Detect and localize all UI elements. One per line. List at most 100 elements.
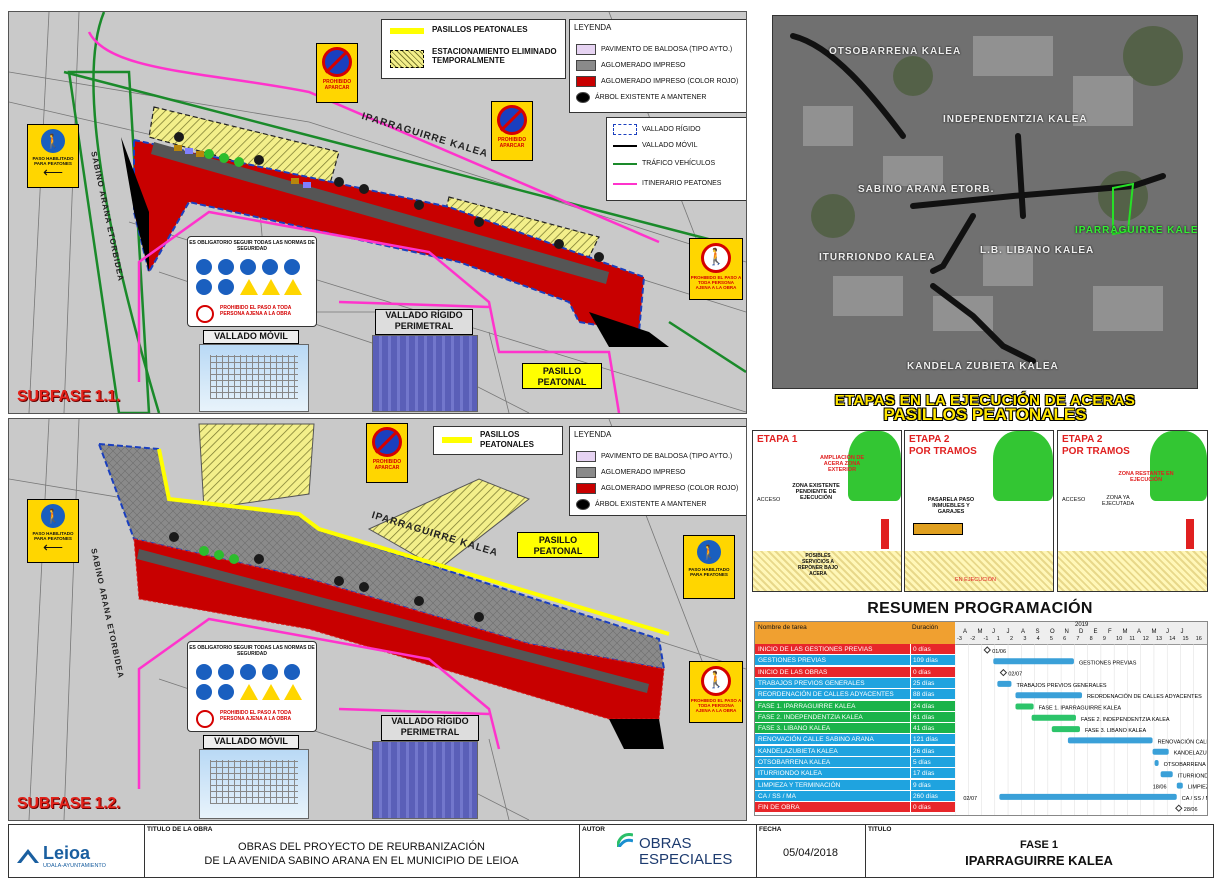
gantt-task-duration: 5 días	[910, 757, 955, 768]
gantt-week: 8	[1089, 636, 1093, 642]
mobile-fence-photo	[199, 749, 309, 819]
warning-icon	[284, 279, 302, 295]
pedestrian-pass-label: PASO HABILITADO PARA PEATONES	[688, 567, 730, 577]
gantt-task-duration: 260 días	[910, 790, 955, 802]
etapa-note: AMPLIACIÓN DE ACERA ZONA EXTERIOR	[820, 455, 864, 473]
gantt-task-duration: 0 días	[910, 666, 955, 678]
arrow-left-icon: ⟵	[42, 539, 64, 555]
legend-item: ÁRBOL EXISTENTE A MANTENER	[595, 501, 707, 508]
gantt-bar-label: CA / SS / MA	[1182, 796, 1207, 802]
obras-especiales-logo-icon	[615, 833, 634, 848]
caption: TITULO DE LA OBRA	[147, 826, 213, 833]
titulo-cell: TITULO FASE 1 IPARRAGUIRRE KALEA	[865, 825, 1213, 877]
gantt-task-duration: 88 días	[910, 689, 955, 701]
warning-icon	[240, 279, 258, 295]
gantt-task-name: KANDELAZUBIETA KALEA	[755, 745, 910, 757]
gantt-bar-label: GESTIONES PREVIAS	[1079, 660, 1137, 666]
vallado-movil-label: VALLADO MÓVIL	[203, 735, 299, 749]
gantt-month: F	[1108, 629, 1112, 635]
goggles-icon	[196, 279, 212, 295]
calle-value: IPARRAGUIRRE KALEA	[965, 853, 1113, 868]
gantt-bar-label: LIMPIEZA Y TERM	[1188, 785, 1207, 791]
etapas-subtitle: PASILLOS PEATONALES	[883, 405, 1087, 424]
subfase-1-2-plan: SUBFASE 1.2. PASILLOS PEATONALES LEYENDA…	[8, 418, 747, 821]
ground	[1058, 551, 1207, 591]
safety-rules-sign: ES OBLIGATORIO SEGUIR TODAS LAS NORMAS D…	[187, 236, 317, 327]
gantt-month: A	[1021, 629, 1026, 635]
legend-top-2: PASILLOS PEATONALES	[433, 426, 563, 455]
no-parking-sign: PROHIBIDO APARCAR	[366, 423, 408, 483]
gantt-week: 5	[1049, 636, 1053, 642]
titulo-obra-cell: TITULO DE LA OBRA OBRAS DEL PROYECTO DE …	[144, 825, 580, 877]
etapa-note: ZONA EXISTENTE PENDIENTE DE EJECUCIÓN	[792, 483, 840, 501]
gloves-icon	[262, 664, 278, 680]
safety-icons	[196, 259, 302, 295]
no-parking-icon	[497, 105, 527, 135]
tree-icon	[993, 431, 1053, 501]
logo-sub: UDALA-AYUNTAMIENTO	[43, 863, 106, 869]
gantt-month: M	[977, 629, 983, 635]
etapa-head2: POR TRAMOS	[1062, 446, 1130, 457]
etapa-note: ZONA YA EJECUTADA	[1101, 495, 1135, 507]
autor-line-1: OBRAS	[639, 835, 692, 852]
gantt-bar	[1067, 737, 1153, 744]
legend-1: LEYENDA PAVIMENTO DE BALDOSA (TIPO AYTO.…	[569, 19, 746, 113]
boots-icon	[218, 664, 234, 680]
legend-2: LEYENDA PAVIMENTO DE BALDOSA (TIPO AYTO.…	[569, 426, 746, 516]
pedestrian-pass-label: PASO HABILITADO PARA PEATONES	[32, 156, 74, 166]
gantt-milestone	[999, 668, 1008, 677]
gantt-task-duration: 0 días	[910, 644, 955, 655]
ground	[753, 551, 901, 591]
gantt-task-duration: 61 días	[910, 711, 955, 723]
etapa-note: ZONA RESTANTE EN EJECUCIÓN	[1118, 471, 1174, 483]
obra-line-1: OBRAS DEL PROYECTO DE REURBANIZACIÓN	[238, 841, 485, 853]
gantt-bar	[1160, 771, 1173, 778]
etapa-note: POSIBLES SERVICIOS A REPONER BAJO ACERA	[797, 553, 838, 577]
gantt-month: D	[1079, 629, 1084, 635]
safety-rules-sign: ES OBLIGATORIO SEGUIR TODAS LAS NORMAS D…	[187, 641, 317, 732]
legend-fences: VALLADO RÍGIDO VALLADO MÓVIL TRÁFICO VEH…	[606, 117, 746, 201]
gantt-bar-label: TRABAJOS PREVIOS GENERALES	[1016, 683, 1106, 689]
gantt-milestone	[1175, 804, 1183, 812]
legend-pasillos-label: PASILLOS PEATONALES	[480, 430, 534, 449]
gantt-bar	[1051, 726, 1080, 733]
gantt-week: 12	[1142, 636, 1149, 642]
goggles-icon	[196, 684, 212, 700]
gantt-week: -3	[957, 636, 962, 642]
safety-icons	[196, 664, 302, 700]
no-parking-icon	[372, 427, 402, 457]
gantt-week: 2	[1010, 636, 1014, 642]
pedestrian-pass-sign: 🚶 PASO HABILITADO PARA PEATONES	[683, 535, 735, 599]
no-entry-sign: 🚶 PROHIBIDO EL PASO A TODA PERSONA AJENA…	[689, 661, 743, 723]
legend-item: AGLOMERADO IMPRESO	[601, 469, 686, 476]
no-parking-icon	[322, 47, 352, 77]
no-entry-label: PROHIBIDO EL PASO A TODA PERSONA AJENA A…	[690, 275, 742, 290]
gantt-month: M	[1151, 629, 1157, 635]
no-parking-sign: PROHIBIDO APARCAR	[316, 43, 358, 103]
gantt-month: J	[1180, 629, 1184, 635]
mask-icon	[218, 279, 234, 295]
gantt-bar	[997, 680, 1012, 687]
gantt-month: E	[1093, 629, 1098, 635]
gantt-task-duration: 109 días	[910, 655, 955, 667]
gantt-bar	[1031, 714, 1076, 721]
subfase-1-2-drawing	[9, 419, 746, 820]
gantt-week: -2	[970, 636, 976, 642]
pedestrian-icon: 🚶	[41, 504, 65, 528]
gantt-col-task: Nombre de tarea	[758, 624, 807, 631]
gantt-task-duration: 17 días	[910, 768, 955, 780]
legend-item: PAVIMENTO DE BALDOSA (TIPO AYTO.)	[601, 46, 733, 53]
map-street-otsobarrena: OTSOBARRENA KALEA	[829, 46, 962, 57]
rigid-fence-photo	[372, 335, 478, 412]
gantt-task-name: INICIO DE LAS GESTIONES PREVIAS	[755, 644, 910, 655]
gantt-bar-label: 01/06	[992, 649, 1006, 655]
no-pedestrian-icon: 🚶	[701, 666, 731, 696]
etapa-3-panel: ETAPA 2 POR TRAMOS ZONA RESTANTE EN EJEC…	[1057, 430, 1208, 592]
gloves-icon	[262, 259, 278, 275]
pasillo-swatch	[442, 437, 472, 443]
legend-item: AGLOMERADO IMPRESO (COLOR ROJO)	[601, 485, 739, 492]
